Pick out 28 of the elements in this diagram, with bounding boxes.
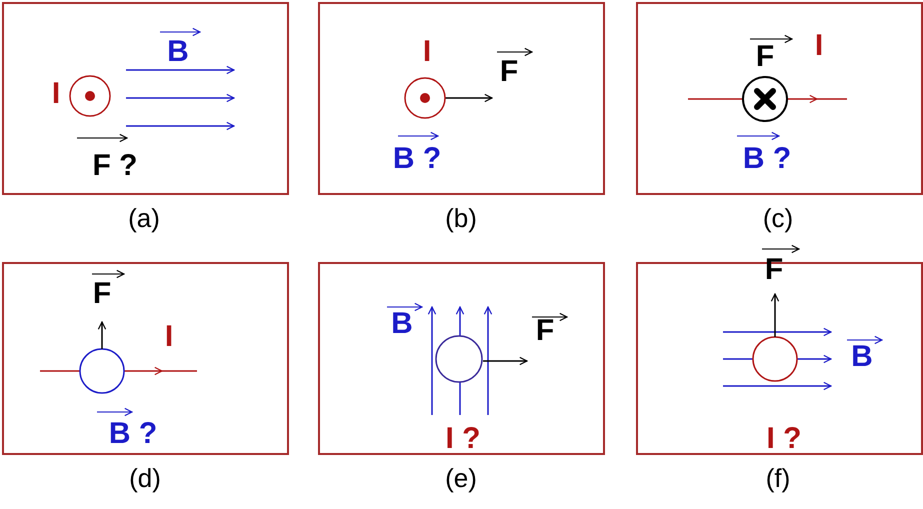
symbol-label: F (536, 316, 554, 346)
panel-caption: (f) (766, 465, 790, 491)
symbol-label: B (851, 342, 873, 372)
panel-frame (636, 2, 923, 195)
symbol-label: I (814, 31, 824, 61)
panel-frame (318, 262, 605, 455)
symbol-label: B ? (742, 144, 792, 174)
symbol-label: B ? (392, 144, 442, 174)
symbol-label: F (500, 57, 518, 87)
symbol-label: I (164, 322, 174, 352)
panel-frame (2, 262, 289, 455)
symbol-label: I (422, 37, 432, 67)
panel-frame (318, 2, 605, 195)
symbol-label: F ? (92, 151, 138, 181)
symbol-label: I ? (766, 424, 802, 454)
symbol-label: B ? (108, 419, 158, 449)
symbol-label: B (391, 309, 413, 339)
symbol-label: F (92, 279, 112, 309)
panel-caption: (d) (129, 465, 161, 491)
symbol-label: I (52, 79, 60, 109)
panel-frame (2, 2, 289, 195)
panel-caption: (e) (445, 465, 477, 491)
panel-caption: (b) (445, 205, 477, 231)
panel-caption: (c) (762, 205, 794, 231)
panel-caption: (a) (128, 205, 160, 231)
symbol-label: I ? (446, 424, 480, 454)
symbol-label: F (756, 42, 774, 72)
symbol-label: B (167, 37, 189, 67)
